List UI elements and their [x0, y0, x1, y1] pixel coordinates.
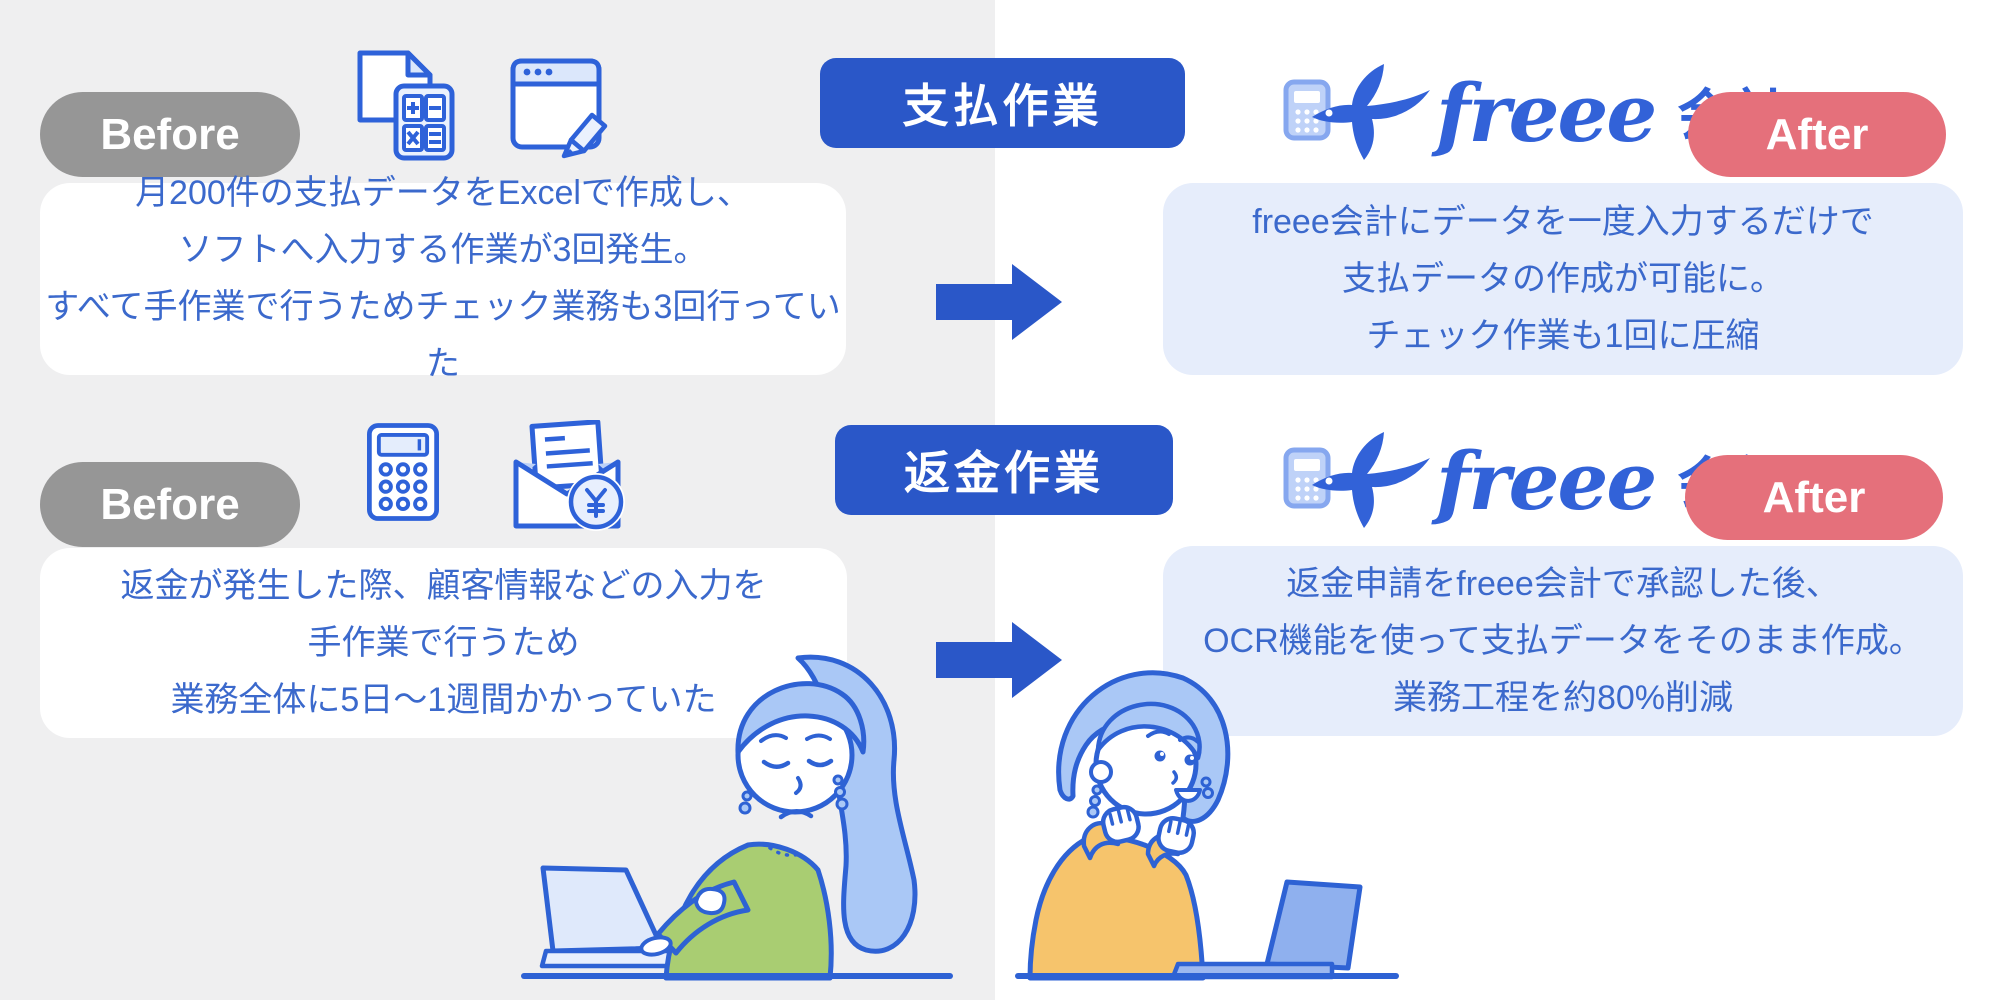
- document-calculator-icon: [357, 50, 455, 161]
- after-label: After: [1762, 472, 1866, 522]
- after-label: After: [1765, 109, 1869, 159]
- before-description-card-refund: 返金が発生した際、顧客情報などの入力を 手作業で行うため 業務全体に5日〜1週間…: [40, 548, 847, 738]
- after-description-card-refund: 返金申請をfreee会計で承認した後、 OCR機能を使って支払データをそのまま作…: [1163, 546, 1963, 736]
- before-text-line: すべて手作業で行うためチェック業務も3回行っていた: [45, 288, 841, 383]
- task-label: 返金作業: [904, 447, 1104, 499]
- after-badge-refund: After: [1685, 455, 1943, 540]
- task-badge-payment: 支払作業: [820, 58, 1185, 148]
- after-text-line: 支払データの作成が可能に。: [1342, 259, 1784, 298]
- after-description-card-payment: freee会計にデータを一度入力するだけで 支払データの作成が可能に。 チェック…: [1163, 183, 1963, 375]
- freee-logo-text: freee: [1436, 66, 1657, 160]
- before-badge-refund: Before: [40, 462, 300, 547]
- before-illustration-worried-woman: [521, 654, 953, 981]
- before-description-card-payment: 月200件の支払データをExcelで作成し、 ソフトへ入力する作業が3回発生。 …: [40, 174, 846, 383]
- after-text-line: freee会計にデータを一度入力するだけで: [1252, 202, 1874, 241]
- before-text-line: 月200件の支払データをExcelで作成し、: [135, 174, 751, 212]
- after-text-line: 返金申請をfreee会計で承認した後、: [1286, 564, 1840, 603]
- browser-edit-icon: [510, 58, 608, 159]
- before-text-line: 返金が発生した際、顧客情報などの入力を: [120, 566, 767, 605]
- freee-swallow-logo-icon: [1283, 64, 1430, 160]
- task-badge-refund: 返金作業: [835, 425, 1173, 515]
- after-text-line: チェック作業も1回に圧縮: [1366, 316, 1760, 355]
- before-text-line: ソフトへ入力する作業が3回発生。: [178, 231, 708, 269]
- envelope-yen-icon: [513, 420, 625, 531]
- right-arrow-icon: [936, 622, 1062, 698]
- after-text-line: OCR機能を使って支払データをそのまま作成。: [1203, 621, 1923, 660]
- before-badge-payment: Before: [40, 92, 300, 177]
- after-badge-payment: After: [1688, 92, 1946, 177]
- after-illustration-happy-woman: [1015, 670, 1399, 981]
- before-label: Before: [100, 479, 240, 529]
- freee-swallow-logo-icon: [1283, 432, 1430, 528]
- before-label: Before: [100, 109, 240, 159]
- calculator-icon: [367, 423, 439, 521]
- right-arrow-icon: [936, 264, 1062, 340]
- task-label: 支払作業: [902, 80, 1103, 132]
- before-text-line: 手作業で行うため: [307, 623, 580, 662]
- freee-logo-text: freee: [1436, 434, 1657, 528]
- after-text-line: 業務工程を約80%削減: [1392, 678, 1734, 717]
- before-text-line: 業務全体に5日〜1週間かかっていた: [170, 680, 717, 719]
